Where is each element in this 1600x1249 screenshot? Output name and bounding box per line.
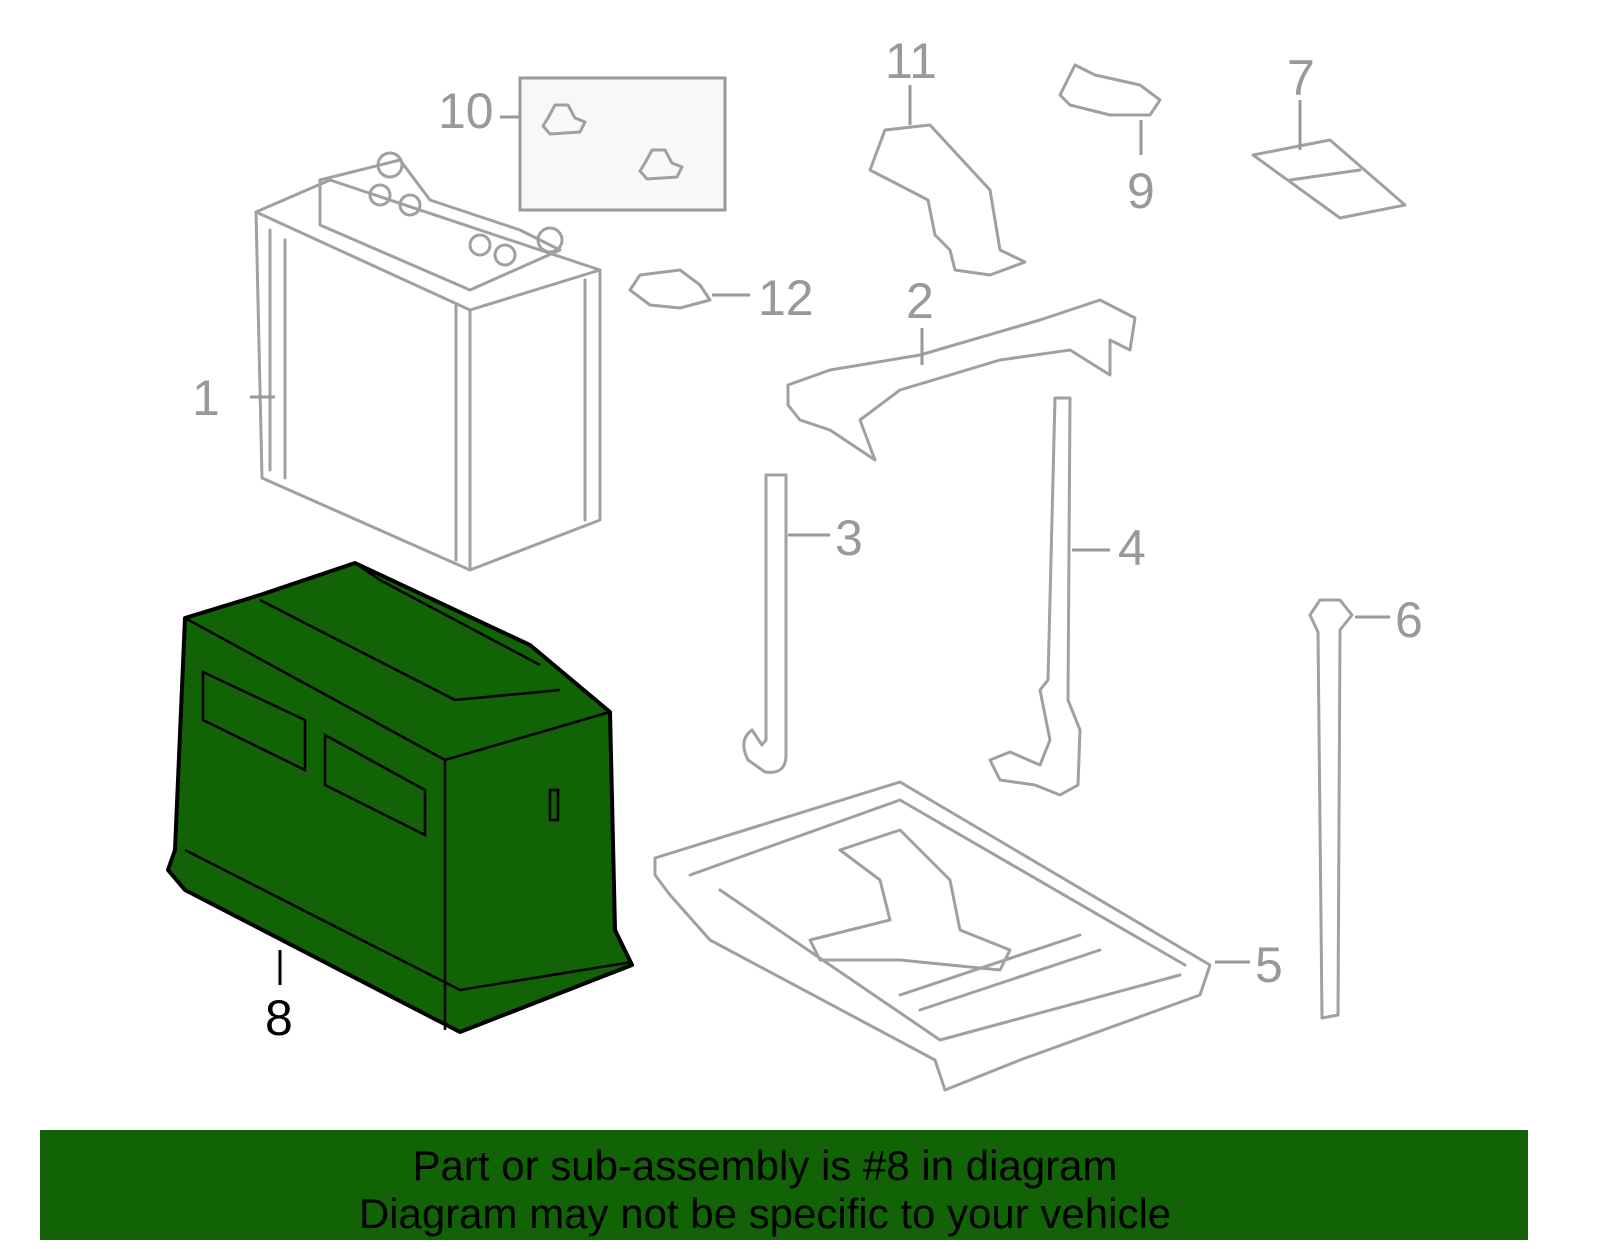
- part-6-bolt[interactable]: [1308, 598, 1354, 1020]
- callout-9: 9: [1127, 163, 1155, 219]
- callout-8: 8: [265, 990, 293, 1046]
- banner-part-note: Part or sub-assembly is #8 in diagram: [412, 1142, 1118, 1189]
- callout-11: 11: [885, 33, 937, 89]
- part-2-hold-down[interactable]: [786, 298, 1137, 462]
- callout-7: 7: [1287, 50, 1315, 106]
- callout-6: 6: [1395, 592, 1423, 648]
- part-11-terminal-cover[interactable]: [868, 123, 1027, 277]
- callout-4: 4: [1118, 520, 1146, 576]
- callout-2: 2: [906, 273, 934, 329]
- part-9-terminal[interactable]: [1058, 63, 1162, 117]
- part-8-battery-cover[interactable]: [166, 561, 634, 1034]
- part-3-rod[interactable]: [742, 473, 788, 774]
- part-5-tray[interactable]: [653, 780, 1212, 1092]
- part-10-nuts[interactable]: [518, 76, 727, 212]
- callout-1: 1: [192, 370, 220, 426]
- callout-10: 10: [438, 83, 494, 139]
- callout-12: 12: [758, 270, 814, 326]
- part-12-terminal[interactable]: [628, 268, 712, 310]
- banner-disclaimer: Diagram may not be specific to your vehi…: [358, 1190, 1172, 1237]
- part-7-pad[interactable]: [1251, 138, 1407, 220]
- part-4-rod[interactable]: [988, 396, 1082, 797]
- callout-5: 5: [1255, 937, 1283, 993]
- part-1-battery[interactable]: [254, 151, 602, 572]
- callout-3: 3: [835, 510, 863, 566]
- info-banner: Part or sub-assembly is #8 in diagram Di…: [40, 1130, 1528, 1240]
